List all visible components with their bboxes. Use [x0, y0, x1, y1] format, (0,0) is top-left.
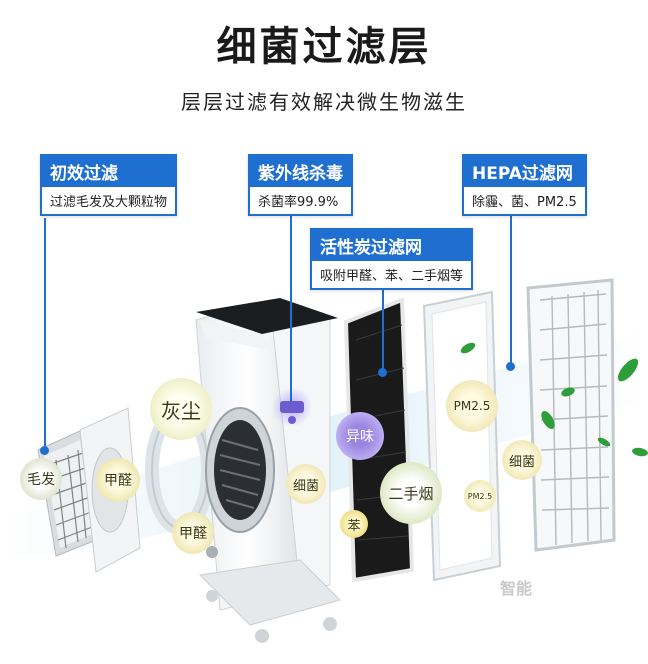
- bubble-secondhand-smoke: 二手烟: [380, 462, 442, 524]
- label-prefilter: 初效过滤 过滤毛发及大颗粒物: [40, 154, 178, 216]
- label-carbon-desc: 吸附甲醛、苯、二手烟等: [320, 269, 464, 284]
- purifier-body: [195, 298, 341, 643]
- bubble-benzene: 苯: [340, 510, 368, 538]
- label-hepa-title: HEPA过滤网: [464, 156, 585, 187]
- label-prefilter-desc: 过滤毛发及大颗粒物: [50, 195, 168, 210]
- bubble-bacteria-2: 细菌: [502, 440, 542, 480]
- green-leaves: [460, 342, 648, 457]
- page-title: 细菌过滤层: [216, 24, 432, 70]
- watermark-text: 智能: [500, 579, 533, 598]
- bubble-pm25-large: PM2.5: [446, 380, 498, 432]
- bubble-dust: 灰尘: [150, 378, 212, 440]
- label-carbon: 活性炭过滤网 吸附甲醛、苯、二手烟等: [310, 228, 474, 290]
- connector-dot-carbon: [378, 368, 387, 377]
- connector-dot-prefilter: [40, 446, 49, 455]
- page-subtitle: 层层过滤有效解决微生物滋生: [181, 90, 467, 114]
- bubble-formaldehyde-2: 甲醛: [172, 512, 214, 554]
- bubble-bacteria-1: 细菌: [286, 464, 326, 504]
- uv-lamp: [272, 387, 312, 427]
- outer-grille-panel: [526, 278, 616, 552]
- bubble-formaldehyde-1: 甲醛: [96, 458, 140, 502]
- label-hepa-desc: 除霾、菌、PM2.5: [472, 195, 577, 210]
- bubble-hair: 毛发: [20, 458, 62, 500]
- connector-dot-hepa: [506, 362, 515, 371]
- connector-uv: [290, 212, 292, 402]
- hepa-filter: [422, 290, 502, 582]
- label-carbon-title: 活性炭过滤网: [312, 230, 472, 261]
- connector-prefilter: [44, 218, 46, 450]
- bubble-pm25-small: PM2.5: [464, 480, 496, 512]
- connector-hepa: [510, 214, 512, 366]
- label-hepa: HEPA过滤网 除霾、菌、PM2.5: [462, 154, 587, 216]
- label-uv-desc: 杀菌率99.9%: [258, 195, 339, 210]
- label-uv: 紫外线杀毒 杀菌率99.9%: [248, 154, 353, 216]
- connector-carbon: [382, 288, 384, 372]
- label-uv-title: 紫外线杀毒: [250, 156, 351, 187]
- bubble-odor: 异味: [336, 412, 384, 460]
- label-prefilter-title: 初效过滤: [42, 156, 176, 187]
